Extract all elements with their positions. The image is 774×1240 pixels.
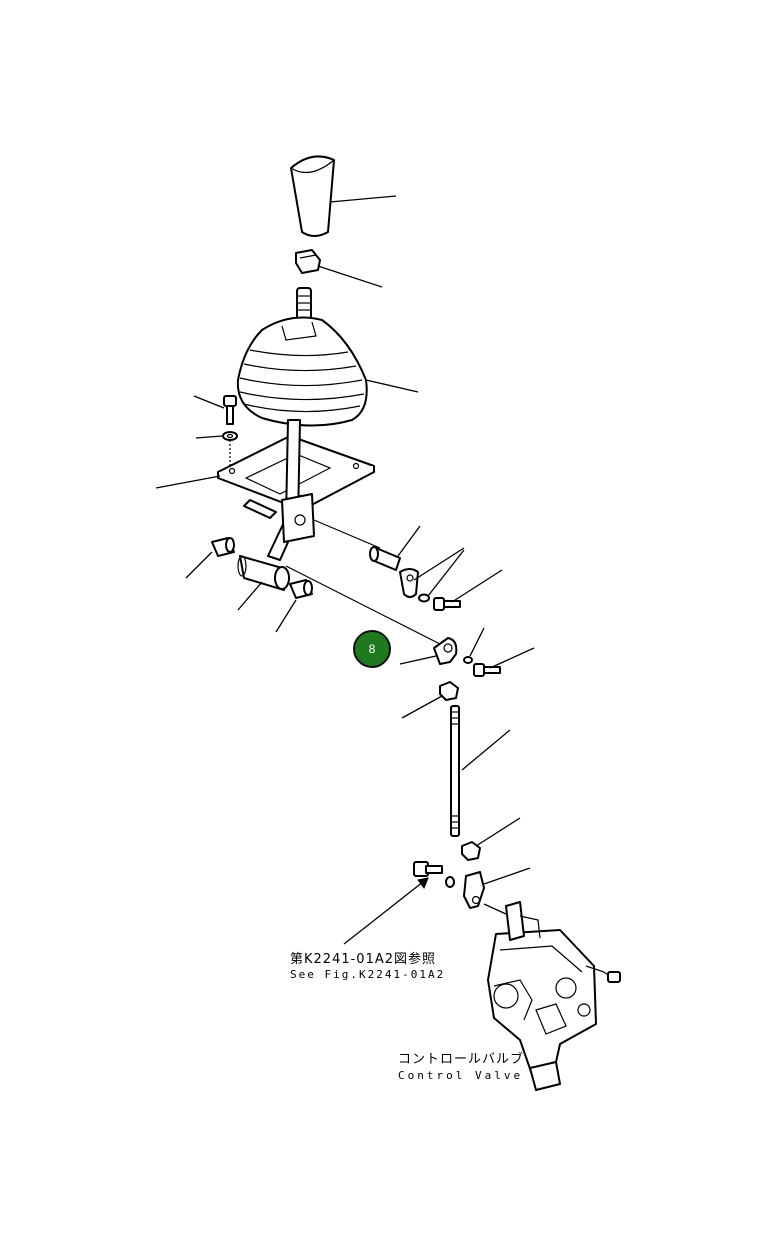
control-rod[interactable] xyxy=(450,705,460,837)
leader-line-sleeve xyxy=(237,581,263,611)
callout-number: 8 xyxy=(368,642,376,656)
leader-line-plate-washer xyxy=(195,435,223,439)
leader-line-locknut-lower xyxy=(475,817,521,847)
rod-locknut-upper[interactable] xyxy=(439,681,459,701)
bushing-left[interactable] xyxy=(211,537,235,557)
reference-arrow xyxy=(343,877,429,945)
leader-line-plate-bolt xyxy=(193,395,225,409)
pin-axis xyxy=(313,519,381,549)
leader-line-bushing-right xyxy=(275,599,297,633)
leader-line-link-washer xyxy=(427,549,465,597)
control-valve-label-en: Control Valve xyxy=(398,1069,524,1082)
link-bolt[interactable] xyxy=(433,597,461,611)
knob-nut[interactable] xyxy=(295,249,321,274)
valve-link-bolt[interactable] xyxy=(413,861,443,877)
valve-link-line xyxy=(483,903,507,915)
lever-bracket[interactable] xyxy=(281,493,315,543)
leader-line-pin xyxy=(397,525,421,557)
bushing-right[interactable] xyxy=(289,579,313,599)
valve-link-washer[interactable] xyxy=(445,876,455,888)
leader-line-rod xyxy=(461,729,511,771)
lever-sleeve[interactable] xyxy=(237,555,290,591)
leader-line-knob xyxy=(329,195,397,203)
link-washer[interactable] xyxy=(418,593,430,603)
rod-locknut-lower[interactable] xyxy=(461,841,481,861)
leader-line-rod-end-bolt xyxy=(489,647,535,669)
control-valve[interactable] xyxy=(487,901,621,1091)
rod-end-upper[interactable] xyxy=(433,637,458,665)
rod-end-washer[interactable] xyxy=(463,656,473,664)
leader-line-link-bolt xyxy=(451,569,503,603)
leader-line-bushing-left xyxy=(185,551,213,579)
rod-axis xyxy=(285,565,441,645)
leader-line-knob-nut xyxy=(317,265,383,288)
leader-line-plate xyxy=(155,475,221,489)
reference-note-en: See Fig.K2241-01A2 xyxy=(290,968,446,981)
leader-line-locknut-upper xyxy=(401,695,443,719)
lever-threaded-tip[interactable] xyxy=(296,287,312,321)
lever-pin[interactable] xyxy=(369,546,401,571)
leader-line-rod-end-upper xyxy=(399,655,437,665)
leader-line-rod-end-washer xyxy=(469,627,485,657)
control-valve-label-jp: コントロールバルブ xyxy=(398,1052,525,1067)
reference-note-jp: 第K2241-01A2図参照 xyxy=(290,952,437,967)
leader-line-rod-end-lower xyxy=(483,867,531,885)
leader-line-link-plate xyxy=(413,547,465,581)
plate-washer[interactable] xyxy=(222,431,238,441)
callout-badge[interactable]: 8 xyxy=(353,630,391,668)
lever-knob[interactable] xyxy=(290,155,335,237)
rod-end-bolt[interactable] xyxy=(473,663,501,677)
rod-end-lower[interactable] xyxy=(463,871,485,909)
plate-bolt[interactable] xyxy=(223,395,237,425)
leader-line-boot xyxy=(365,379,419,393)
link-plate[interactable] xyxy=(399,568,419,598)
rubber-boot[interactable] xyxy=(236,316,368,427)
